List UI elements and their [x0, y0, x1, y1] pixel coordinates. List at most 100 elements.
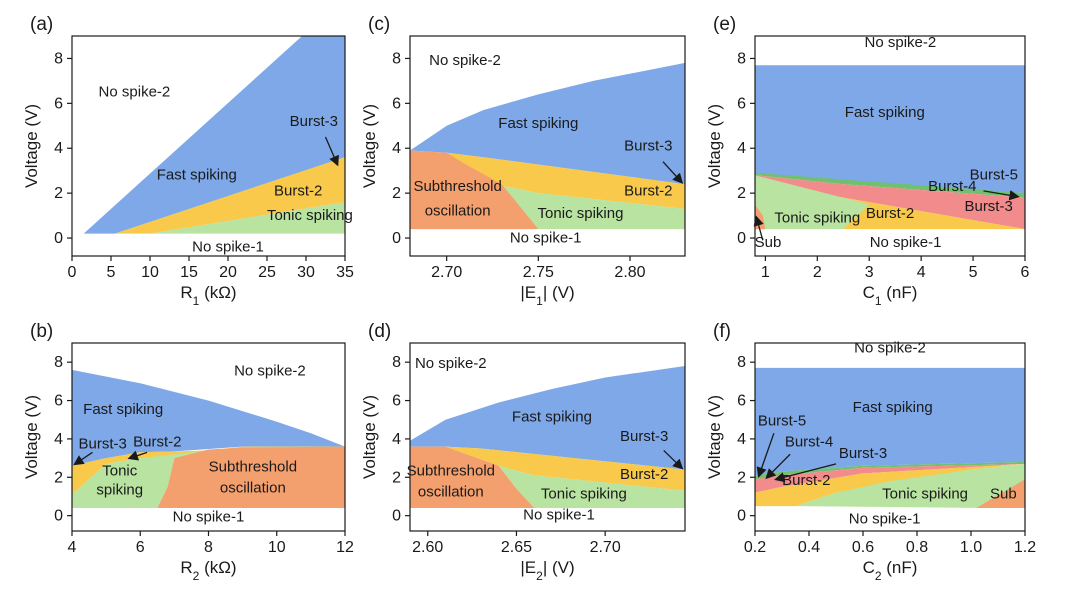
- y-tick-label: 4: [392, 140, 401, 157]
- x-tick-label: 5: [969, 264, 978, 281]
- region-label: Tonic spiking: [267, 207, 353, 224]
- x-tick-label: 2.70: [431, 264, 462, 281]
- y-tick-label: 8: [737, 354, 746, 371]
- x-axis-title: R2 (kΩ): [180, 558, 236, 583]
- region-label: Subthreshold: [209, 459, 297, 476]
- region-label: Burst-2: [620, 466, 668, 483]
- panel-letter: (f): [713, 321, 731, 342]
- y-tick-label: 2: [392, 185, 401, 202]
- x-tick-label: 6: [1021, 264, 1030, 281]
- region-label: Burst-5: [970, 167, 1018, 184]
- region-tonic: [498, 465, 685, 508]
- region-label: No spike-1: [192, 239, 264, 256]
- region-label: Burst-3: [79, 436, 127, 453]
- y-tick-label: 8: [54, 50, 63, 67]
- region-label: Fast spiking: [83, 401, 163, 418]
- y-tick-label: 8: [392, 354, 401, 371]
- region-fast: [72, 369, 345, 466]
- plot-frame: [71, 35, 346, 257]
- x-axis-title: C1 (nF): [863, 283, 918, 308]
- region-label: Subthreshold: [407, 462, 495, 479]
- y-tick-label: 4: [54, 140, 63, 157]
- annotation-arrow: [127, 450, 148, 461]
- region-label: Subthreshold: [413, 178, 501, 195]
- region-layer: [83, 36, 345, 234]
- region-label: Sub: [755, 234, 782, 251]
- y-tick-label: 0: [54, 508, 63, 525]
- region-label: No spike-2: [854, 340, 926, 357]
- region-label: No spike-1: [849, 510, 921, 527]
- x-tick-label: 10: [141, 264, 159, 281]
- x-tick-label: 6: [136, 539, 145, 556]
- region-label: Fast spiking: [853, 399, 933, 416]
- y-tick-label: 8: [54, 354, 63, 371]
- x-tick-label: 0.6: [852, 539, 874, 556]
- y-tick-label: 4: [737, 431, 746, 448]
- region-sub: [410, 150, 539, 230]
- y-tick-label: 6: [54, 393, 63, 410]
- plot-frame: [754, 35, 1026, 257]
- region-burst4: [755, 463, 1025, 493]
- annotation-arrow: [756, 432, 775, 478]
- region-label: Burst-2: [274, 182, 322, 199]
- y-axis-title: Voltage (V): [705, 104, 724, 188]
- x-tick-label: 15: [180, 264, 198, 281]
- region-label: Tonic spiking: [774, 209, 860, 226]
- region-label: Tonic spiking: [882, 485, 968, 502]
- y-axis-title: Voltage (V): [360, 395, 379, 479]
- region-tonic: [465, 170, 685, 230]
- annotation-arrow: [663, 449, 684, 470]
- x-axis-title: R1 (kΩ): [180, 283, 236, 308]
- region-label: Burst-2: [624, 182, 672, 199]
- region-fast: [755, 367, 1025, 476]
- region-layer: [410, 62, 685, 230]
- region-label: oscillation: [418, 483, 484, 500]
- y-tick-label: 0: [392, 230, 401, 247]
- plot-frame: [409, 342, 686, 532]
- panel-letter: (b): [30, 321, 53, 342]
- y-tick-label: 0: [54, 230, 63, 247]
- y-tick-label: 8: [392, 50, 401, 67]
- region-tonic: [755, 175, 870, 230]
- y-tick-label: 4: [54, 431, 63, 448]
- region-label: Fast spiking: [845, 104, 925, 121]
- annotation-arrow: [774, 463, 837, 483]
- x-axis-title: |E1| (V): [520, 283, 574, 308]
- x-tick-label: 1.2: [1014, 539, 1036, 556]
- y-tick-label: 4: [392, 431, 401, 448]
- region-fast: [410, 62, 685, 185]
- x-tick-label: 0.8: [906, 539, 928, 556]
- panel-letter: (a): [30, 14, 53, 35]
- region-sub: [410, 446, 535, 508]
- region-label: Fast spiking: [157, 167, 237, 184]
- x-tick-label: 2.75: [523, 264, 554, 281]
- y-tick-label: 0: [392, 508, 401, 525]
- region-tonic: [795, 463, 1025, 508]
- region-tonic: [150, 202, 345, 234]
- plot-frame: [409, 35, 686, 257]
- x-tick-label: 5: [107, 264, 116, 281]
- region-layer: [410, 366, 685, 508]
- region-tonic: [72, 450, 209, 508]
- x-tick-label: 0: [68, 264, 77, 281]
- region-label: No spike-2: [415, 355, 487, 372]
- y-tick-label: 6: [54, 95, 63, 112]
- x-tick-label: 0.4: [798, 539, 820, 556]
- region-label: Burst-2: [133, 434, 181, 451]
- y-tick-label: 6: [737, 393, 746, 410]
- x-tick-label: 2: [813, 264, 822, 281]
- x-tick-label: 35: [336, 264, 354, 281]
- region-burst2: [445, 446, 685, 491]
- x-tick-label: 3: [865, 264, 874, 281]
- y-tick-label: 2: [54, 469, 63, 486]
- region-sub: [976, 479, 1025, 508]
- region-label: oscillation: [425, 203, 491, 220]
- region-fast: [83, 36, 345, 234]
- y-tick-label: 4: [737, 140, 746, 157]
- region-label: No spike-1: [523, 506, 595, 523]
- x-tick-label: 4: [917, 264, 926, 281]
- region-layer: [72, 369, 345, 508]
- region-burst2: [114, 157, 345, 234]
